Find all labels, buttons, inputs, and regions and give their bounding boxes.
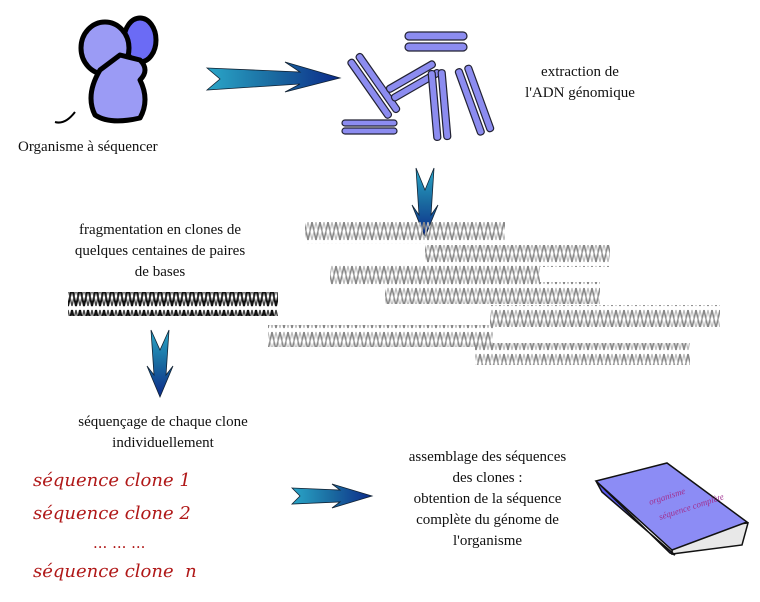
- clone-sequence-ellipsis: ... ... ...: [93, 534, 146, 552]
- dna-fragments: [268, 222, 720, 365]
- clone-sequence: séquence clone 1: [33, 470, 191, 491]
- label-line: obtention de la séquence: [413, 491, 562, 507]
- label-line: individuellement: [112, 435, 214, 451]
- label-line: assemblage des séquences: [408, 449, 567, 465]
- arrow-right-icon: [290, 483, 374, 509]
- label-line: fragmentation en clones de: [78, 222, 242, 238]
- dna-clone-strand: [68, 292, 278, 316]
- label-line: quelques centaines de paires: [74, 243, 246, 259]
- label-line: complète du génome de: [416, 512, 559, 528]
- organism-label: Organisme à séquencer: [18, 139, 158, 155]
- label-line: extraction de: [541, 64, 619, 80]
- clone-sequence: séquence clone n: [33, 561, 197, 582]
- arrow-down-icon: [411, 167, 439, 239]
- label-line: l'organisme: [452, 533, 523, 549]
- label-line: de bases: [134, 264, 186, 280]
- book-icon: organisme séquence complète: [594, 462, 750, 556]
- arrow-right-icon: [205, 61, 342, 93]
- sequencing-label: séquençage de chaque clone individuellem…: [50, 412, 276, 454]
- clone-sequence: séquence clone 2: [33, 503, 191, 524]
- extraction-label: extraction de l'ADN génomique: [505, 62, 655, 104]
- arrow-down-icon: [146, 329, 174, 399]
- mouse-icon: [54, 15, 159, 124]
- chromosomes-icon: [341, 31, 495, 142]
- fragmentation-label: fragmentation en clones de quelques cent…: [50, 220, 270, 283]
- label-line: séquençage de chaque clone: [78, 414, 248, 430]
- assembly-label: assemblage des séquences des clones : ob…: [380, 447, 595, 552]
- label-line: des clones :: [452, 470, 523, 486]
- label-line: l'ADN génomique: [525, 85, 635, 101]
